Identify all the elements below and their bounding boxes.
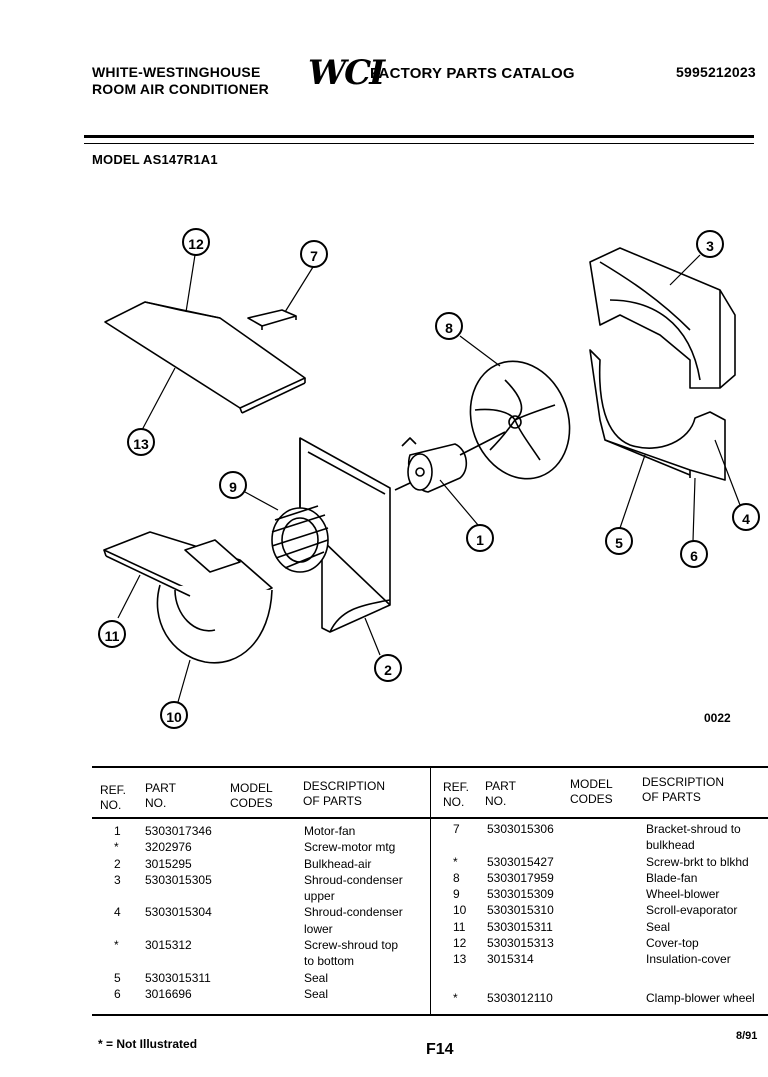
left-ref-header: REF.NO. <box>100 783 127 812</box>
header-rule-thick <box>84 135 754 138</box>
evaporator-scroll-part <box>103 531 273 664</box>
table-divider <box>430 766 431 1016</box>
callout-8: 8 <box>435 312 463 340</box>
wci-logo: WCI <box>308 53 385 93</box>
table-row: to bottom <box>304 954 355 969</box>
model-number: MODEL AS147R1A1 <box>92 152 218 167</box>
table-row <box>440 969 768 985</box>
callout-12: 12 <box>182 228 210 256</box>
upper-shroud-part <box>589 247 736 389</box>
callout-13: 13 <box>127 428 155 456</box>
callout-7: 7 <box>300 240 328 268</box>
table-bottom-rule <box>92 1014 768 1016</box>
not-illustrated-note: * = Not Illustrated <box>98 1037 198 1051</box>
lower-shroud-part <box>589 349 726 481</box>
table-row: bulkhead <box>646 838 695 853</box>
callout-3: 3 <box>696 230 724 258</box>
catalog-number: 5995212023 <box>676 64 756 80</box>
right-ref-header: REF.NO. <box>443 780 470 809</box>
callout-2: 2 <box>374 654 402 682</box>
callout-9: 9 <box>219 471 247 499</box>
callout-6: 6 <box>680 540 708 568</box>
callout-11: 11 <box>98 620 126 648</box>
blower-wheel-part <box>271 505 329 573</box>
catalog-date: 8/91 <box>736 1030 758 1042</box>
diagram-code: 0022 <box>704 711 731 725</box>
bulkhead-part <box>299 437 391 633</box>
brand-line-1: WHITE-WESTINGHOUSE <box>92 64 261 80</box>
page-number: F14 <box>426 1041 454 1058</box>
fan-motor-part <box>394 431 506 493</box>
exploded-parts-diagram: 0022 <box>103 247 741 725</box>
insulation-cover-part <box>104 301 306 414</box>
catalog-title: FACTORY PARTS CATALOG <box>370 65 575 82</box>
table-row: upper <box>304 889 335 904</box>
fan-blade-part <box>469 360 571 480</box>
table-row: lower <box>304 921 333 936</box>
header-rule-thin <box>84 143 754 144</box>
brand-line-2: ROOM AIR CONDITIONER <box>92 81 269 97</box>
callout-1: 1 <box>466 524 494 552</box>
bracket-part <box>247 309 297 330</box>
callout-10: 10 <box>160 701 188 729</box>
callout-4: 4 <box>732 503 760 531</box>
callout-5: 5 <box>605 527 633 555</box>
